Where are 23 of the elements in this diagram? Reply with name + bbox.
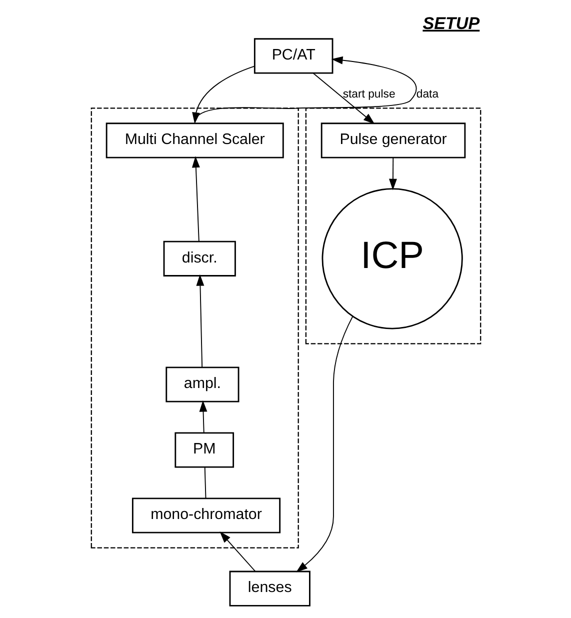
connector (204, 466, 206, 498)
arrow (194, 56, 416, 123)
arrow (296, 316, 353, 572)
arrow (191, 156, 200, 242)
diagram-title: SETUP (422, 14, 480, 33)
node-box: lenses (228, 570, 310, 606)
cluster (90, 108, 298, 548)
node-box: PM (174, 432, 234, 468)
node-box: discr. (162, 240, 236, 276)
cluster (304, 108, 481, 344)
node-box: Pulse generator (320, 122, 466, 158)
node-box: PC/AT (253, 38, 333, 74)
arrow (196, 274, 204, 368)
node-box: Multi Channel Scaler (105, 122, 284, 158)
arrow (198, 400, 207, 433)
edge-label: data (416, 88, 438, 100)
arrow (219, 532, 256, 572)
arrow (312, 72, 374, 124)
node-box: ampl. (165, 366, 239, 402)
arrow (388, 157, 396, 190)
node-circle: ICP (321, 188, 462, 330)
node-box: mono-chromator (131, 498, 280, 534)
edge-label: start pulse (342, 88, 395, 100)
